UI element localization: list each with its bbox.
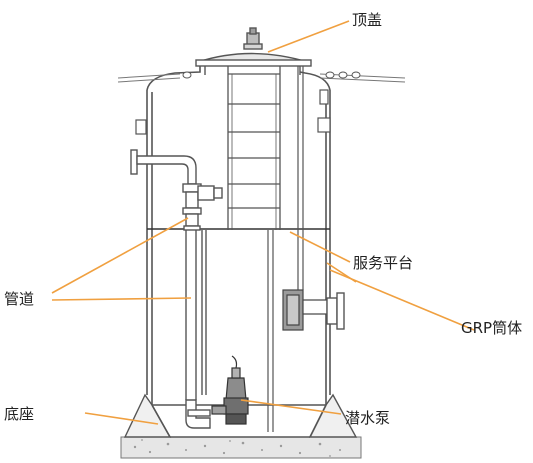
control-box xyxy=(282,289,328,331)
guide-rail xyxy=(297,66,304,290)
leader-lines xyxy=(51,20,475,425)
label-top-cover: 顶盖 xyxy=(352,11,382,29)
inlet-pipe xyxy=(326,292,345,330)
ladder-rails-lower xyxy=(267,230,274,432)
label-service-platform: 服务平台 xyxy=(353,254,413,272)
anchor-bolts xyxy=(182,71,361,79)
label-base: 底座 xyxy=(4,405,34,423)
label-submersible-pump: 潜水泵 xyxy=(345,409,390,427)
riser-pipe xyxy=(183,225,211,429)
foundation-slab xyxy=(120,436,362,459)
base-skirt xyxy=(123,393,358,438)
top-cover xyxy=(195,27,312,75)
label-grp-shell: GRP筒体 xyxy=(461,319,522,337)
ground-line xyxy=(117,73,406,83)
discharge-pipe xyxy=(130,149,223,227)
submersible-pump xyxy=(211,355,249,425)
label-pipeline: 管道 xyxy=(4,290,34,308)
access-ladder xyxy=(227,66,281,230)
wall-fittings xyxy=(135,89,331,135)
